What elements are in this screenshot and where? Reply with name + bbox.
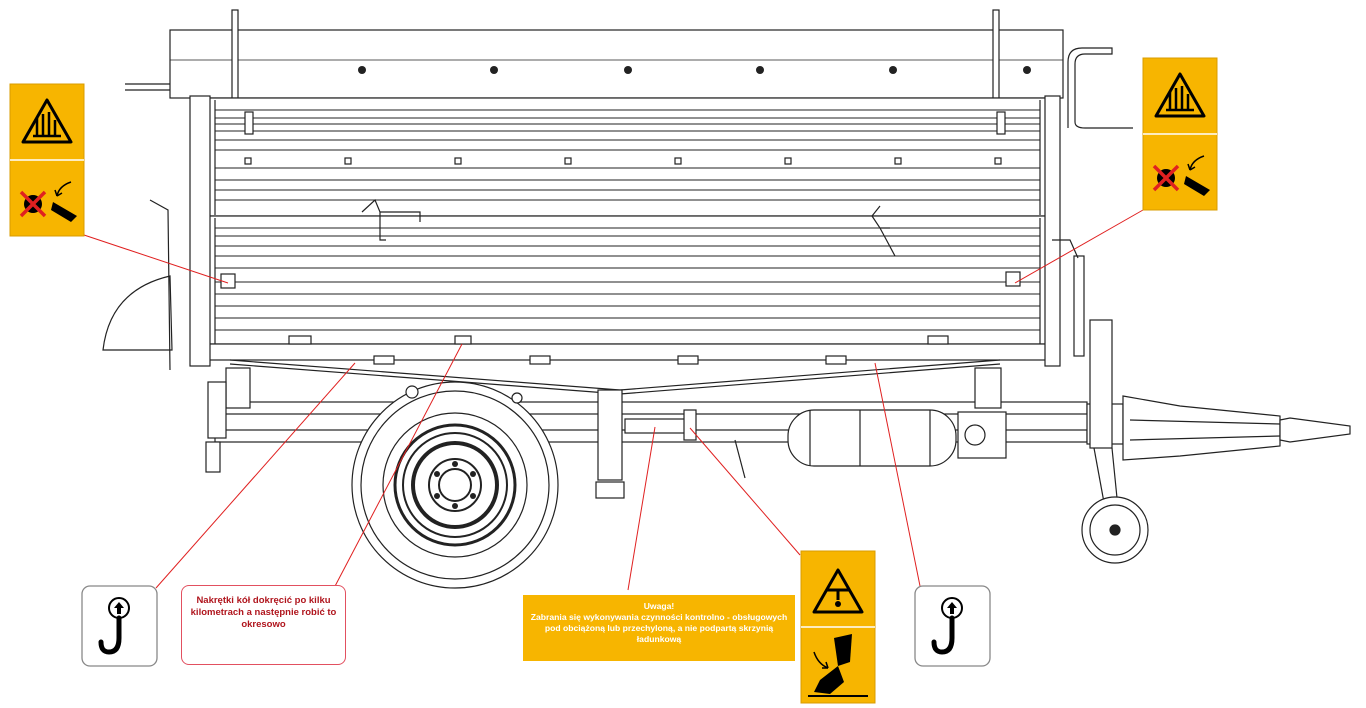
lifting-hook-sign-left — [81, 585, 158, 667]
pictogram-bottom — [800, 550, 876, 704]
hand-crush-prohibition-icon — [19, 181, 77, 222]
wheel-nuts-note: Nakrętki kół dokręcić po kilku kilometra… — [181, 585, 346, 665]
unloading-warning-note: Uwaga! Zabrania się wykonywania czynnośc… — [523, 595, 795, 661]
lifting-hook-icon — [931, 597, 963, 655]
crush-hazard-warning-icon — [1154, 72, 1206, 118]
warning-body: Zabrania się wykonywania czynności kontr… — [530, 612, 788, 644]
hand-crush-prohibition-icon — [1152, 155, 1210, 196]
pictogram-right — [1142, 57, 1218, 211]
warning-title: Uwaga! — [643, 601, 675, 611]
pictogram-left — [9, 83, 85, 237]
lifting-hook-icon — [98, 597, 130, 655]
crush-hazard-warning-icon — [21, 98, 73, 144]
leader-lines — [83, 209, 1144, 591]
trailer-body — [102, 9, 1351, 589]
raised-body-warning-icon — [812, 568, 864, 614]
raised-body-support-warning-icon — [808, 634, 868, 697]
lifting-hook-sign-right — [914, 585, 991, 667]
wheel-nuts-text: Nakrętki kół dokręcić po kilku kilometra… — [190, 595, 337, 630]
